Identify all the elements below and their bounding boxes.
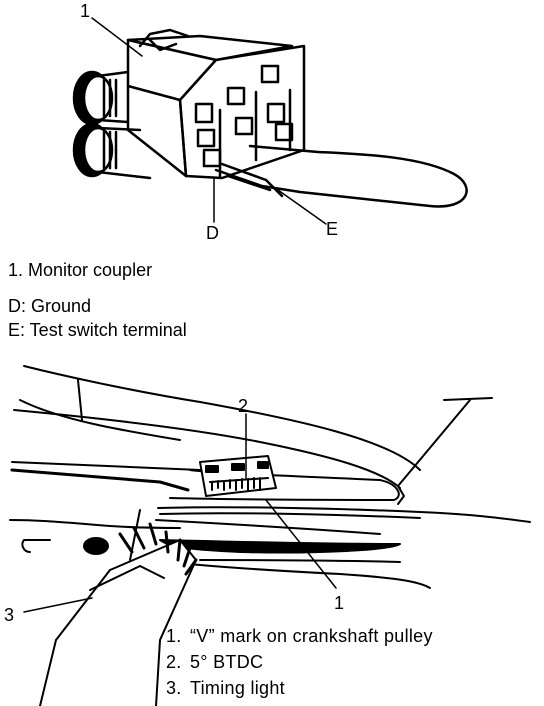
legend-ground: D: Ground bbox=[8, 296, 92, 316]
legend-v-mark-number: 1. bbox=[166, 626, 182, 646]
callout-2-btdc: 2 bbox=[238, 396, 249, 416]
callout-e-test-switch: E bbox=[326, 219, 339, 239]
legend-v-mark-text: “V” mark on crankshaft pulley bbox=[190, 626, 433, 646]
callout-d-ground: D bbox=[206, 223, 219, 243]
legend-test-switch-terminal: E: Test switch terminal bbox=[8, 320, 187, 340]
legend-timing-light-number: 3. bbox=[166, 678, 182, 698]
callout-1-v-mark: 1 bbox=[334, 593, 345, 613]
callout-3-timing-light: 3 bbox=[4, 605, 15, 625]
callout-1-monitor-coupler: 1 bbox=[80, 1, 91, 21]
legend-btdc-number: 2. bbox=[166, 652, 182, 672]
legend-timing-light-text: Timing light bbox=[190, 678, 285, 698]
legend-monitor-coupler: 1. Monitor coupler bbox=[8, 260, 153, 280]
monitor-coupler-illustration bbox=[72, 17, 468, 225]
legend-btdc-text: 5° BTDC bbox=[190, 652, 264, 672]
